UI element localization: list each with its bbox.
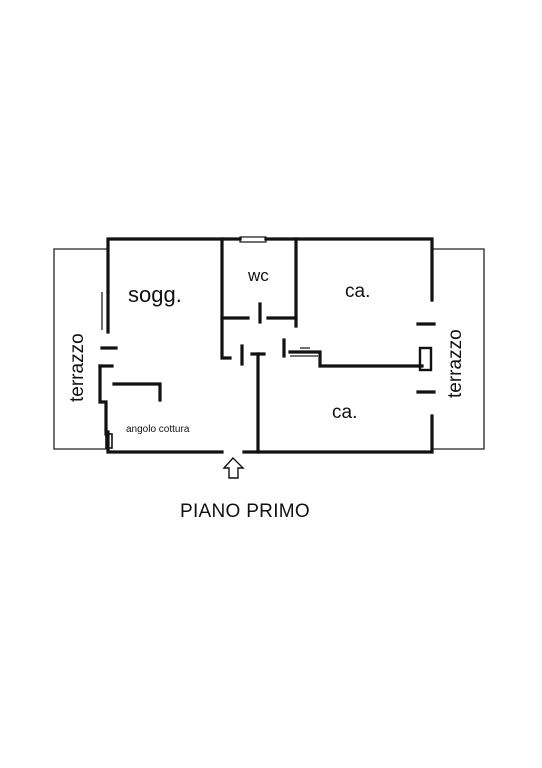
terrace-left-outline [53,248,108,450]
room-label-kitchen: angolo cottura [126,424,190,435]
room-label-living: sogg. [128,282,182,307]
room-label-bathroom: wc [247,266,269,285]
room-label-terrace-left: terrazzo [67,333,88,402]
room-label-bedroom-bottom: ca. [332,402,357,423]
room-label-terrace-right: terrazzo [445,329,466,398]
plan-caption: PIANO PRIMO [180,501,310,522]
terrace-right-outline [432,248,485,450]
exterior-walls [100,236,436,454]
top-window [239,236,267,243]
kitchen-counter [98,364,162,449]
interior-walls [220,237,424,454]
entrance-arrow-icon [222,456,245,479]
room-label-bedroom-top: ca. [345,281,370,302]
